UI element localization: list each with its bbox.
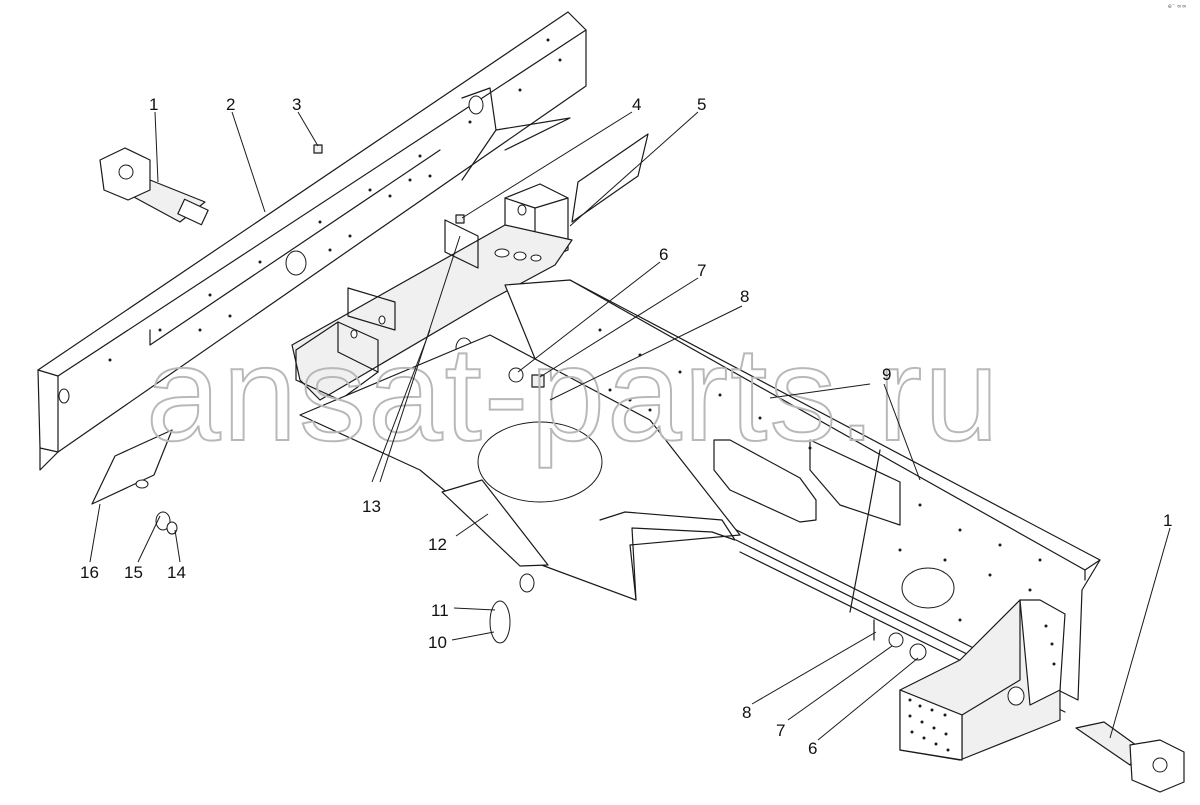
callout-1-bottom: 1 (1163, 511, 1172, 530)
callout-16: 16 (80, 563, 99, 582)
callout-13: 13 (362, 497, 381, 516)
small-fasteners (155, 144, 927, 661)
bolt-10-group (489, 600, 511, 644)
callout-6-bottom: 6 (808, 739, 817, 758)
callout-15: 15 (124, 563, 143, 582)
nut-7-top (531, 374, 545, 388)
callout-7-top: 7 (697, 261, 706, 280)
callout-9: 9 (882, 365, 891, 384)
hitch-hook-right (1075, 721, 1185, 793)
callout-10: 10 (428, 633, 447, 652)
bolt-11-group (519, 573, 535, 593)
bracket-plate (571, 133, 649, 223)
callout-6-top: 6 (659, 245, 668, 264)
callout-5: 5 (697, 95, 706, 114)
washer-6-top (508, 367, 524, 383)
callout-4: 4 (632, 95, 641, 114)
hitch-hook-left (99, 147, 209, 226)
corner-mark: e⁻ ∞∞ (1168, 3, 1187, 10)
watermark: ansat-parts.ru (146, 320, 1001, 469)
callout-11: 11 (431, 601, 449, 620)
callout-12: 12 (428, 535, 447, 554)
callout-7-bottom: 7 (776, 721, 785, 740)
washer-6-bottom (909, 643, 927, 661)
bolt-4 (455, 214, 465, 224)
side-rail-left (37, 11, 587, 471)
lower-left-plate (91, 429, 173, 505)
bolt-14 (166, 521, 178, 535)
callout-labels: 1 2 3 4 5 6 7 8 9 13 12 16 15 14 11 10 8… (80, 95, 1172, 758)
callout-3: 3 (292, 95, 301, 114)
callout-14: 14 (167, 563, 186, 582)
callout-1-top: 1 (149, 95, 158, 114)
bolt-3 (313, 144, 323, 154)
rear-hitch-bracket (899, 599, 1066, 761)
callout-2: 2 (226, 95, 235, 114)
callout-8-bottom: 8 (742, 703, 751, 722)
callout-8-top: 8 (740, 287, 749, 306)
leader-lines (89, 111, 1171, 741)
washer-7-bottom (888, 632, 904, 648)
small-plate (441, 479, 549, 567)
